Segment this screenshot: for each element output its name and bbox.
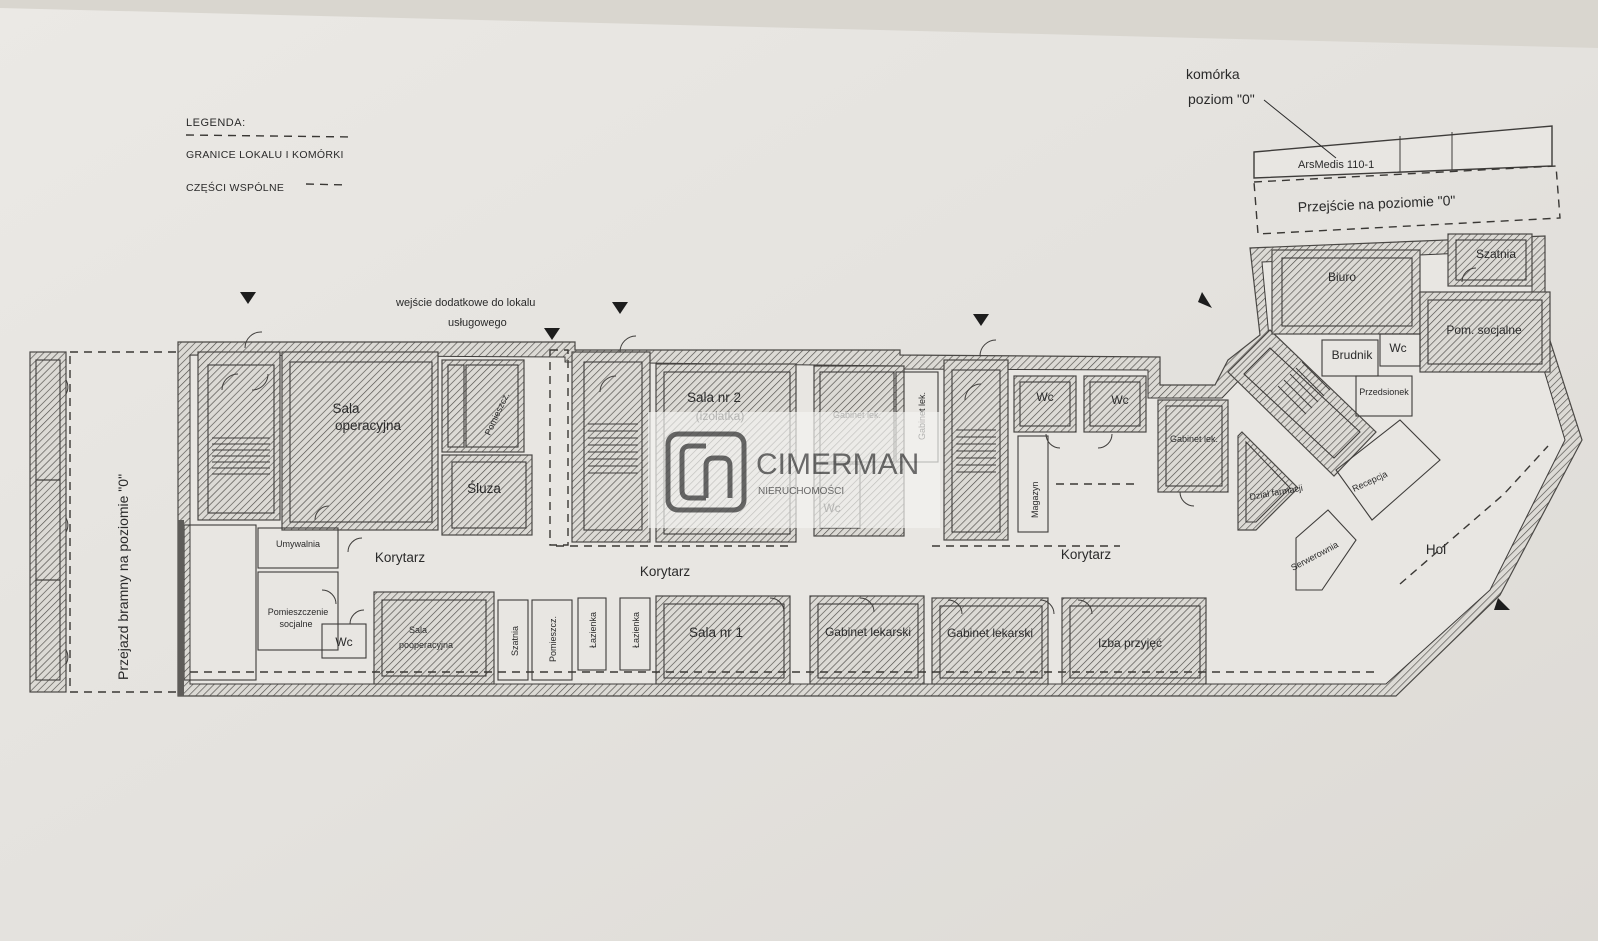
room-wc-a: Wc — [335, 635, 352, 649]
room-korytarz-c: Korytarz — [1061, 547, 1112, 562]
gate-passage: Przejazd bramny na poziomie "0" — [29, 351, 199, 693]
room-gabinet-lekarski-a: Gabinet lekarski — [825, 625, 911, 639]
legend-title: LEGENDA: — [186, 117, 246, 129]
room-sala-pooperacyjna-line2: pooperacyjna — [399, 640, 453, 650]
room-sala-pooperacyjna-line1: Sala — [409, 625, 427, 635]
room-lazienka-a: Łazienka — [588, 612, 598, 648]
cimerman-logo-icon — [665, 431, 747, 513]
room-lazienka-b: Łazienka — [631, 612, 641, 648]
room-wc-e: Wc — [1389, 341, 1406, 355]
svg-text:Pomieszcz.: Pomieszcz. — [548, 616, 558, 662]
room-szatnia-a: Szatnia — [510, 626, 520, 656]
west-section: Sala operacyjna Pomieszcz. Śluza Korytar… — [178, 331, 651, 696]
watermark: CIMERMAN NIERUCHOMOŚCI — [648, 412, 940, 528]
komorka-label-line2: poziom "0" — [1188, 91, 1255, 107]
entrance-arrow — [1494, 598, 1510, 610]
room-pomieszczenie-line1: Pomieszczenie — [268, 607, 329, 617]
room-gabinet-lekarski-b: Gabinet lekarski — [947, 626, 1033, 640]
room-gabinet-lek-c: Gabinet lek. — [1170, 434, 1218, 444]
entrance-arrow — [240, 292, 256, 304]
east-middle-section: Wc Wc Magazyn Korytarz Gabinet lek. — [1013, 375, 1229, 562]
room-biuro: Biuro — [1328, 270, 1356, 284]
room-przedsionek: Przedsionek — [1359, 387, 1409, 397]
room-umywalnia: Umywalnia — [276, 539, 320, 549]
room-pom-socjalne: Pom. socjalne — [1446, 323, 1522, 337]
room-sala-nr2-line1: Sala nr 2 — [687, 390, 741, 405]
east-section: Dział farmacji Recepcja Serwerownia Hol … — [1186, 66, 1561, 591]
passage-label: Przejście na poziomie "0" — [1297, 192, 1455, 215]
extra-entrance-line1: wejście dodatkowe do lokalu — [395, 297, 535, 309]
gate-passage-label: Przejazd bramny na poziomie "0" — [115, 474, 131, 680]
room-sala-operacyjna-line2: operacyjna — [335, 418, 402, 433]
room-korytarz-b: Korytarz — [640, 564, 691, 579]
legend: LEGENDA: GRANICE LOKALU I KOMÓRKI CZĘŚCI… — [185, 117, 355, 194]
room-szatnia-b: Szatnia — [1476, 247, 1516, 261]
arsmedis-label: ArsMedis 110-1 — [1298, 159, 1374, 171]
room-pomieszczenie-line2: socjalne — [279, 619, 312, 629]
room-sala-nr1: Sala nr 1 — [689, 625, 743, 640]
entrance-arrow — [1198, 292, 1212, 308]
komorka-label-line1: komórka — [1186, 66, 1240, 82]
entrance-markers: wejście dodatkowe do lokalu usługowego — [240, 292, 1510, 610]
room-brudnik: Brudnik — [1332, 348, 1374, 362]
watermark-sub: NIERUCHOMOŚCI — [758, 484, 844, 497]
entrance-arrow — [973, 314, 989, 326]
room-izba-przyjec: Izba przyjęć — [1098, 636, 1162, 650]
common-area-lines — [190, 483, 1380, 673]
room-hol: Hol — [1426, 542, 1446, 557]
extra-entrance-line2: usługowego — [448, 317, 507, 329]
room-sala-operacyjna-line1: Sala — [332, 401, 360, 416]
legend-item-boundaries: GRANICE LOKALU I KOMÓRKI — [186, 148, 344, 161]
entrance-arrow — [612, 302, 628, 314]
room-sluza: Śluza — [467, 481, 501, 496]
room-wc-c: Wc — [1036, 390, 1053, 404]
room-wc-d: Wc — [1111, 393, 1128, 407]
legend-item-common-parts: CZĘŚCI WSPÓLNE — [186, 181, 284, 194]
entrance-arrow — [544, 328, 560, 340]
watermark-brand: CIMERMAN — [756, 448, 919, 481]
room-magazyn: Magazyn — [1030, 481, 1040, 518]
room-korytarz-a: Korytarz — [375, 550, 426, 565]
